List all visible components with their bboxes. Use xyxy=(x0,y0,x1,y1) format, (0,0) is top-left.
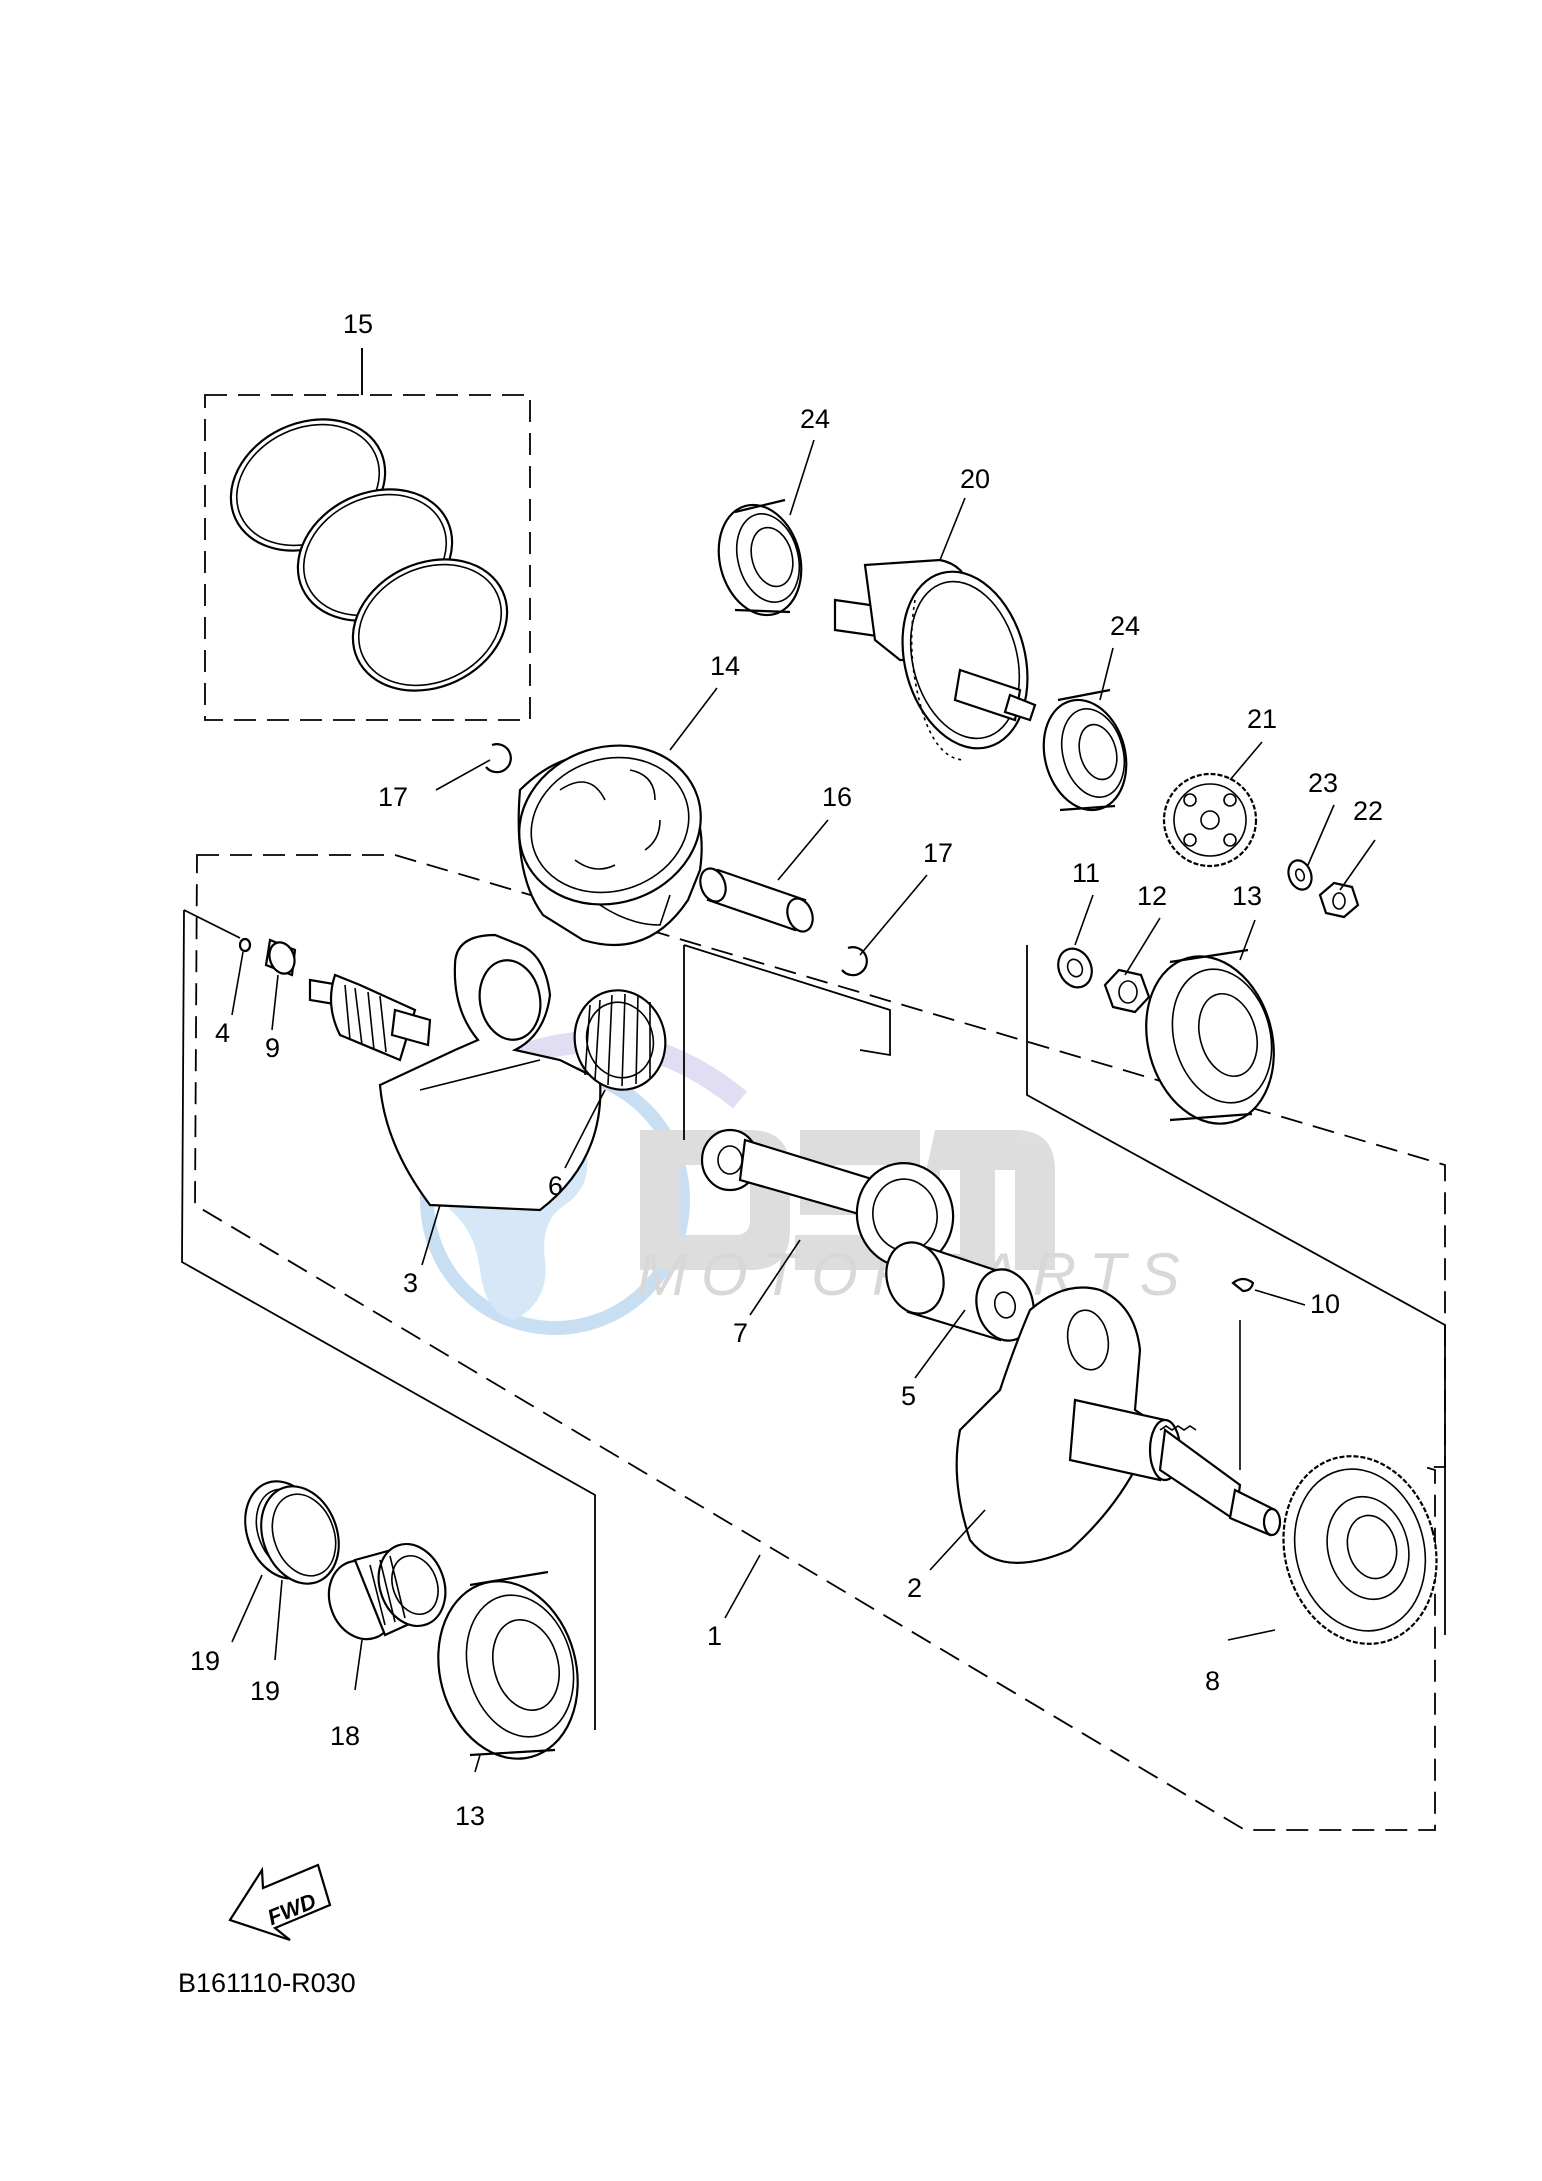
crank-pin xyxy=(885,1241,1035,1342)
woodruff-key xyxy=(1231,1277,1255,1293)
balancer-drive-gear-small xyxy=(1162,772,1258,868)
callout-21: 21 xyxy=(1247,704,1277,734)
right-crank-bracket xyxy=(1026,945,1446,1635)
callout-5: 5 xyxy=(901,1381,916,1411)
connecting-rod xyxy=(700,1128,955,1268)
forward-arrow: FWD xyxy=(228,1863,332,1942)
callout-8: 8 xyxy=(1205,1666,1220,1696)
callout-10: 10 xyxy=(1310,1289,1340,1319)
callout-15: 15 xyxy=(343,309,373,339)
nut-12 xyxy=(1103,968,1151,1014)
callout-18: 18 xyxy=(330,1721,360,1751)
crankshaft-right xyxy=(955,1286,1282,1564)
left-crank-bracket xyxy=(181,909,596,1730)
callout-1: 1 xyxy=(707,1621,722,1651)
nut-22 xyxy=(1318,881,1360,919)
balancer-shaft xyxy=(833,558,1037,761)
callout-4: 4 xyxy=(215,1018,230,1048)
callout-13-left: 13 xyxy=(455,1801,485,1831)
key-4 xyxy=(238,937,252,953)
piston xyxy=(517,744,703,947)
ring-set-box xyxy=(204,394,531,721)
callout-17-right: 17 xyxy=(923,838,953,868)
callout-16: 16 xyxy=(822,782,852,812)
callout-labels: 15 24 20 24 21 23 22 14 17 16 17 11 12 1… xyxy=(190,309,1383,1831)
spacer-18 xyxy=(327,1542,447,1641)
callout-14: 14 xyxy=(710,651,740,681)
callout-2: 2 xyxy=(907,1573,922,1603)
bearing-upper-right xyxy=(1042,688,1128,812)
circlip-left xyxy=(485,743,512,774)
bearing-crank-left xyxy=(437,1570,579,1760)
bearing-upper-left xyxy=(717,498,803,617)
callout-3: 3 xyxy=(403,1268,418,1298)
callout-6: 6 xyxy=(548,1171,563,1201)
piston-ring-set xyxy=(229,418,509,692)
washer-11 xyxy=(1057,947,1093,989)
callout-9: 9 xyxy=(265,1033,280,1063)
callout-23: 23 xyxy=(1308,768,1338,798)
callout-11: 11 xyxy=(1072,858,1100,888)
pin-bracket xyxy=(683,944,891,1140)
callout-24-upper: 24 xyxy=(800,404,830,434)
oil-seal-ring-19 xyxy=(244,1480,340,1585)
diagram-code: B161110-R030 xyxy=(178,1968,356,1998)
crankshaft-assembly-box xyxy=(194,854,1446,1831)
callout-20: 20 xyxy=(960,464,990,494)
callout-24-right: 24 xyxy=(1110,611,1140,641)
callout-22: 22 xyxy=(1353,796,1383,826)
primary-drive-gear xyxy=(1282,1455,1438,1645)
callout-7: 7 xyxy=(733,1318,748,1348)
bearing-crank-right xyxy=(1145,948,1275,1125)
callout-19-right: 19 xyxy=(250,1676,280,1706)
callout-12: 12 xyxy=(1137,881,1167,911)
washer-23 xyxy=(1287,859,1313,891)
callout-17-left: 17 xyxy=(378,782,408,812)
crankshaft-left xyxy=(308,933,602,1212)
needle-bearing xyxy=(573,989,667,1091)
piston-pin xyxy=(699,867,814,933)
leader-lines xyxy=(231,348,1376,1773)
callout-19-left: 19 xyxy=(190,1646,220,1676)
collar-9 xyxy=(264,938,297,977)
group-outlines xyxy=(181,348,1446,1831)
callout-13-right: 13 xyxy=(1232,881,1262,911)
